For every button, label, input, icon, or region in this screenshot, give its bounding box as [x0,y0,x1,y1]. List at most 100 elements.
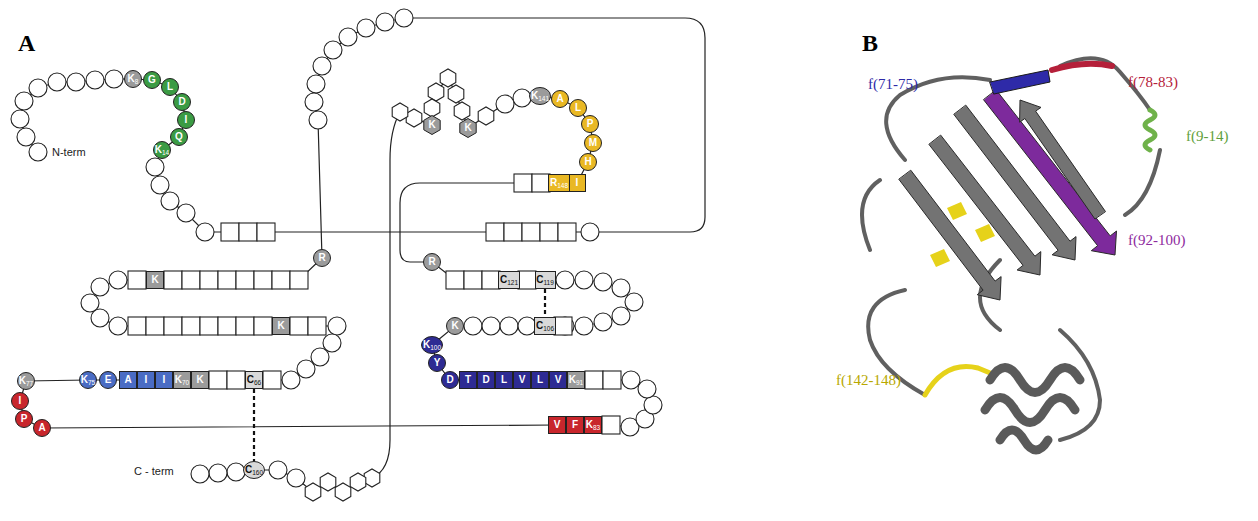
residue-square: K [191,371,209,389]
residue-square [200,271,218,289]
residue-number: 148 [557,183,568,190]
fragment-label: f(92-100) [1128,232,1185,249]
residue-circle: P [581,115,599,133]
residue-hexagon [305,483,321,501]
residue-circle [311,348,329,366]
residue-circle [161,192,179,210]
residue-square [236,317,254,335]
residue-circle: K14 [153,141,171,159]
residue-square: K [146,271,164,289]
residue-circle [191,465,209,483]
residue-circle [29,79,47,97]
residue-circle: D [441,371,459,389]
residue-circle: R [313,249,331,267]
residue-letter: C [247,375,254,385]
residue-circle: K100 [421,336,443,354]
residue-letter: K [151,275,158,285]
residue-hexagon [478,107,494,125]
residue-letter: I [163,375,166,385]
residue-letter: L [501,375,507,385]
residue-letter: K [19,376,26,386]
residue-circle [67,73,85,91]
residue-circle: E [99,371,117,389]
residue-circle: A [551,90,569,108]
residue-circle [328,317,346,335]
residue-circle [86,71,104,89]
residue-square [227,371,245,389]
residue-circle: Q [170,128,188,146]
residue-square [308,317,326,335]
residue-square [164,317,182,335]
residue-circle [307,75,325,93]
loop [925,367,995,395]
residue-letter: Q [175,132,183,142]
residue-circle [339,28,357,46]
residue-circle: I [177,111,195,129]
residue-letter: K [128,74,135,84]
residue-letter: K [155,145,162,155]
residue-circle [17,128,35,146]
residue-square [540,223,558,241]
residue-letter: T [465,375,471,385]
residue-square [272,271,290,289]
residue-square: R148 [548,174,570,192]
residue-letter: L [575,103,581,113]
terminus-label: N-term [52,146,86,158]
disulfide-bond [544,289,546,317]
residue-letter: R [550,178,557,188]
residue-square [263,371,281,389]
residue-letter: R [428,257,435,267]
beta-strand [990,70,1050,94]
residue-hexagon [350,473,366,491]
residue-circle [91,309,109,327]
residue-number: 106 [543,326,554,333]
loop [1052,64,1112,70]
residue-letter: I [185,115,188,125]
residue-circle: R [423,253,441,271]
residue-square [182,271,200,289]
residue-square: V [549,371,567,389]
residue-square [522,223,540,241]
residue-circle [625,293,643,311]
residue-circle [594,313,612,331]
residue-letter: I [19,396,22,406]
residue-circle [15,92,33,110]
residue-hexagon [406,109,422,127]
residue-circle [612,279,630,297]
residue-number: 119 [543,280,553,287]
residue-square [558,223,576,241]
residue-letter: D [482,375,489,385]
residue-circle: K [446,317,464,335]
residue-circle: A [33,419,51,437]
residue-circle [151,176,169,194]
residue-square: I [155,371,173,389]
residue-square: K [272,317,290,335]
residue-circle [622,371,640,389]
residue-circle [581,223,599,241]
residue-letter: K [531,91,538,101]
residue-letter: C [536,321,543,331]
residue-square: V [548,416,566,434]
residue-letter: P [587,119,594,129]
residue-square: K83 [584,416,602,434]
residue-letter: G [148,75,156,85]
residue-circle [227,463,245,481]
residue-letter: K [569,375,576,385]
residue-circle [91,278,109,296]
loop [862,58,1160,440]
residue-circle [209,464,227,482]
residue-letter: V [519,375,526,385]
residue-letter: I [576,178,579,188]
residue-hexagon [392,103,408,121]
residue-square [585,371,603,389]
residue-square: A [119,371,137,389]
residue-circle [287,469,305,487]
residue-letter: M [589,138,597,148]
fragment-label: f(9-14) [1186,128,1228,145]
residue-circle: K77 [17,372,35,390]
residue-circle [177,204,195,222]
residue-circle [482,317,500,335]
residue-circle [496,95,514,113]
fragment-label: f(142-148) [836,372,901,389]
chain-line [404,18,705,232]
